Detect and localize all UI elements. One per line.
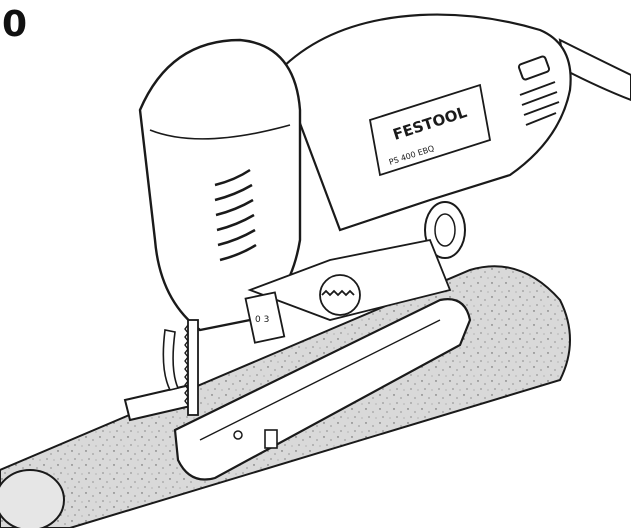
power-cable bbox=[558, 38, 631, 102]
figure-number: 0 bbox=[2, 4, 28, 45]
front-housing bbox=[138, 38, 302, 332]
saw-blade bbox=[162, 319, 199, 416]
adjustment-knob bbox=[424, 201, 466, 259]
blade-mark: 0 3 bbox=[255, 315, 269, 325]
brand-plate: FESTOOL PS 400 EBQ bbox=[368, 83, 492, 177]
blade-mechanism: 0 3 bbox=[244, 238, 452, 344]
